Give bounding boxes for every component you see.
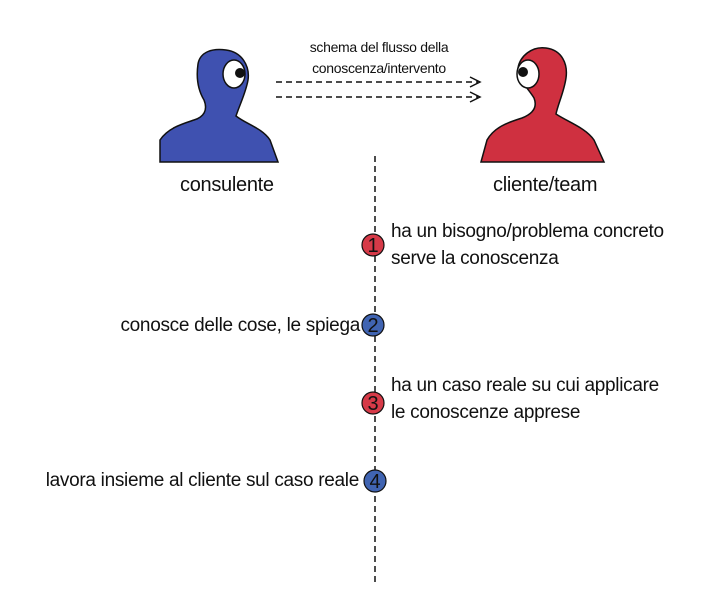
flow-arrows: [276, 76, 482, 103]
consultant-person-icon: [159, 48, 280, 163]
step-text-line: serve la conoscenza: [391, 248, 559, 269]
step-number: 4: [369, 471, 380, 493]
step-marker-3: 3: [361, 391, 385, 415]
client-person-icon: [480, 47, 606, 163]
step-text-line: conosce delle cose, le spiega: [120, 315, 360, 336]
step-marker-circle: [363, 469, 387, 493]
flow-caption: schema del flusso della conoscenza/inter…: [276, 37, 482, 79]
step-text-4: lavora insieme al cliente sul caso reale: [45, 467, 360, 494]
step-text-3: ha un caso reale su cui applicare le con…: [391, 372, 659, 426]
flow-caption-line: conoscenza/intervento: [312, 60, 446, 76]
step-marker-2: 2: [361, 313, 385, 337]
step-marker-circle: [361, 233, 385, 257]
flow-caption-line: schema del flusso della: [309, 39, 449, 55]
consultant-label: consulente: [180, 174, 274, 196]
step-text-2: conosce delle cose, le spiega: [120, 312, 360, 339]
step-marker-4: 4: [363, 469, 387, 493]
step-marker-circle: [361, 391, 385, 415]
step-text-line: ha un caso reale su cui applicare: [391, 375, 659, 396]
step-text-1: ha un bisogno/problema concreto serve la…: [391, 218, 664, 272]
step-number: 1: [367, 235, 378, 257]
step-marker-circle: [361, 313, 385, 337]
step-text-line: ha un bisogno/problema concreto: [391, 221, 664, 242]
step-number: 3: [367, 393, 378, 415]
step-text-line: lavora insieme al cliente sul caso reale: [45, 470, 360, 491]
step-marker-1: 1: [361, 233, 385, 257]
step-text-line: le conoscenze apprese: [391, 402, 581, 423]
client-label: cliente/team: [493, 174, 598, 196]
step-number: 2: [367, 315, 378, 337]
